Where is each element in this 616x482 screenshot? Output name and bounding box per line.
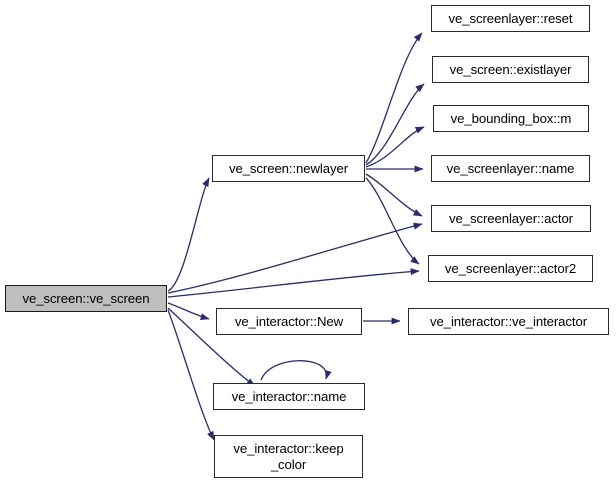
- node-label-iname: ve_interactor::name: [231, 388, 347, 404]
- edge-newlayer-to-bbox: [365, 126, 425, 168]
- edge-iname-to-iname: [260, 360, 332, 381]
- node-new[interactable]: ve_interactor::New: [216, 308, 362, 335]
- edge-newlayer-to-actor: [365, 173, 423, 217]
- node-label-bbox: ve_bounding_box::m: [450, 110, 572, 126]
- edge-root-to-newlayer: [167, 177, 210, 292]
- node-slname[interactable]: ve_screenlayer::name: [431, 155, 590, 182]
- node-label-existlayer: ve_screen::existlayer: [449, 61, 572, 77]
- edge-root-to-new: [167, 302, 210, 321]
- node-label-veinteractor: ve_interactor::ve_interactor: [430, 313, 587, 329]
- node-label-root: ve_screen::ve_screen: [22, 290, 150, 306]
- edge-newlayer-to-existlayer: [365, 83, 425, 166]
- node-iname[interactable]: ve_interactor::name: [213, 383, 365, 410]
- node-label-slname: ve_screenlayer::name: [446, 160, 575, 176]
- edge-root-to-keepcolor: [167, 309, 215, 441]
- node-label-keepcolor: ve_interactor::keep _color: [233, 440, 344, 472]
- node-newlayer[interactable]: ve_screen::newlayer: [212, 155, 365, 182]
- node-existlayer[interactable]: ve_screen::existlayer: [432, 56, 589, 83]
- node-label-actor2: ve_screenlayer::actor2: [444, 260, 577, 276]
- node-label-actor: ve_screenlayer::actor: [449, 210, 573, 226]
- node-reset[interactable]: ve_screenlayer::reset: [431, 5, 590, 32]
- edge-root-to-iname: [167, 307, 256, 387]
- node-root[interactable]: ve_screen::ve_screen: [5, 285, 167, 312]
- edge-newlayer-to-actor2: [365, 177, 420, 265]
- node-label-newlayer: ve_screen::newlayer: [228, 160, 349, 176]
- node-actor2[interactable]: ve_screenlayer::actor2: [428, 255, 593, 282]
- node-label-new: ve_interactor::New: [234, 313, 344, 329]
- edge-newlayer-to-reset: [365, 32, 423, 164]
- node-label-reset: ve_screenlayer::reset: [448, 10, 573, 26]
- node-actor[interactable]: ve_screenlayer::actor: [431, 205, 591, 232]
- node-keepcolor[interactable]: ve_interactor::keep _color: [214, 435, 363, 478]
- edge-root-to-actor2: [167, 268, 420, 298]
- node-veinteractor[interactable]: ve_interactor::ve_interactor: [408, 308, 609, 335]
- node-bbox[interactable]: ve_bounding_box::m: [433, 105, 589, 132]
